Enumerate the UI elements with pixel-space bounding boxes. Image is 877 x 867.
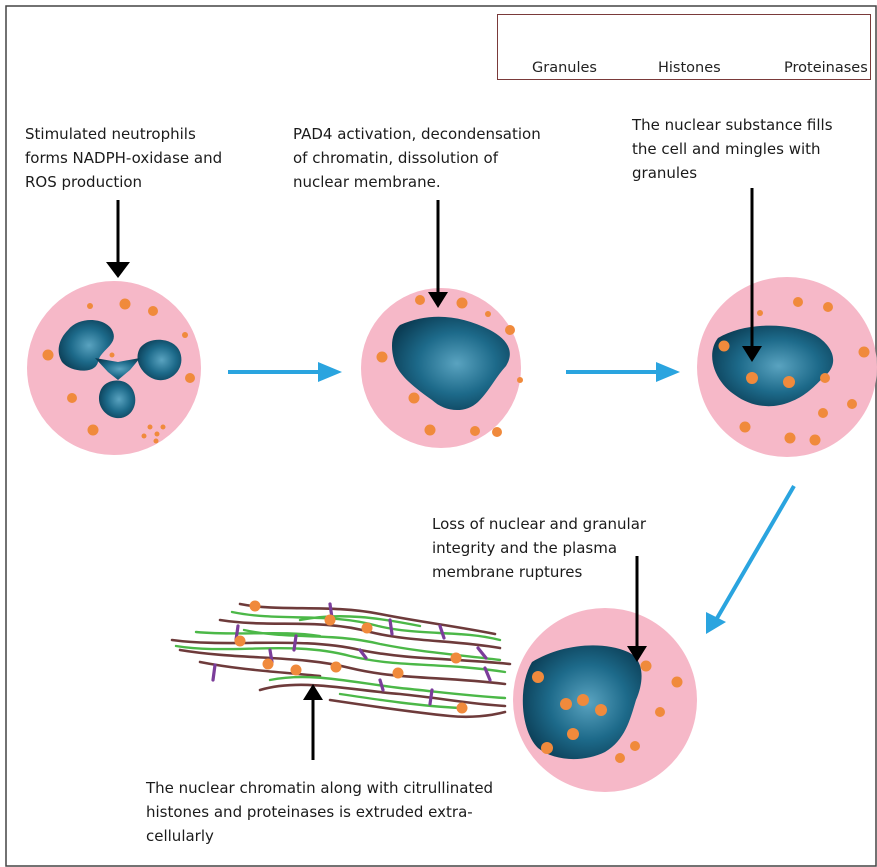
cell-stage-3 <box>697 277 877 457</box>
legend-label-granules: Granules <box>532 60 597 76</box>
legend-item-histones: Histones <box>654 60 721 76</box>
step-3-label: The nuclear substance fills the cell and… <box>632 113 833 185</box>
flow-arrow-3 <box>716 486 794 620</box>
legend-item-granules: Granules <box>528 60 597 76</box>
step-4-label: Loss of nuclear and granular integrity a… <box>432 512 646 584</box>
legend-label-histones: Histones <box>658 60 721 76</box>
cell-stage-2 <box>361 288 523 448</box>
step-2-label: PAD4 activation, decondensation of chrom… <box>293 122 541 194</box>
legend-item-proteinases: Proteinases <box>780 60 868 76</box>
step-5-label: The nuclear chromatin along with citrull… <box>146 776 493 848</box>
cell-stage-1 <box>27 281 201 455</box>
cell-stage-4 <box>513 608 697 792</box>
legend-label-proteinases: Proteinases <box>784 60 868 76</box>
step-1-label: Stimulated neutrophils forms NADPH-oxida… <box>25 122 222 194</box>
extracellular-trap <box>172 601 510 717</box>
